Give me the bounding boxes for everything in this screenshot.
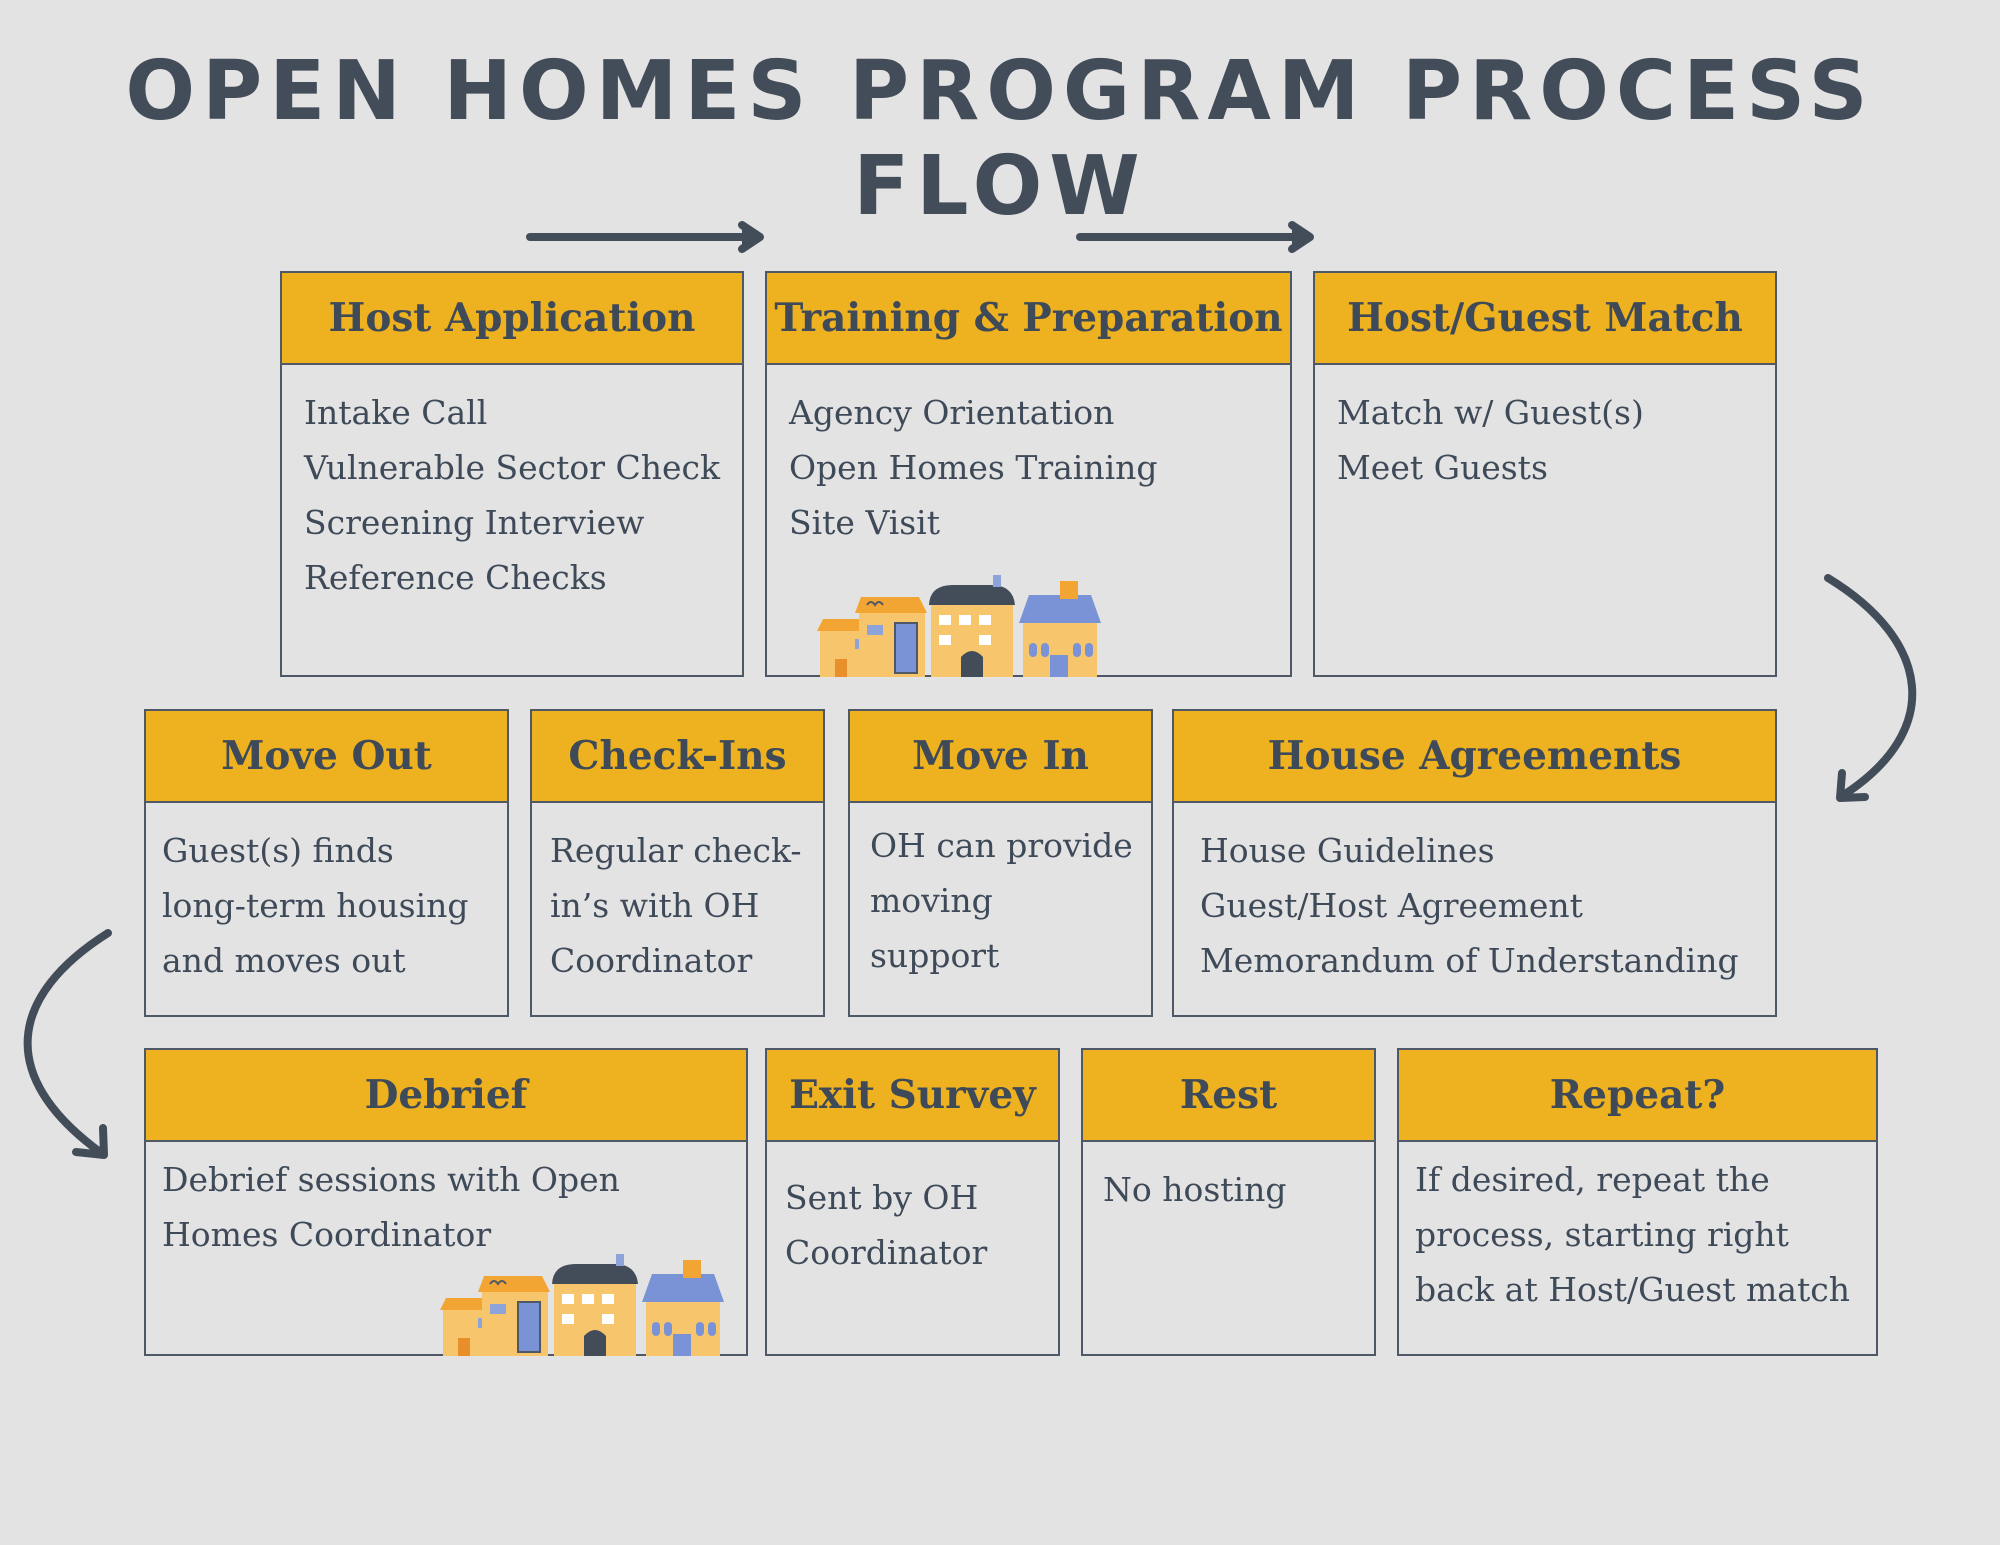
- page-title: OPEN HOMES PROGRAM PROCESS FLOW: [125, 44, 1875, 234]
- list-item: Vulnerable Sector Check: [304, 448, 720, 487]
- description-line: process, starting right: [1415, 1215, 1789, 1254]
- step-heading: Rest: [1083, 1050, 1374, 1142]
- description-line: back at Host/Guest match: [1415, 1270, 1850, 1309]
- step-item-list: Intake Call Vulnerable Sector Check Scre…: [282, 365, 742, 605]
- step-heading: Debrief: [146, 1050, 746, 1142]
- step-description: Debrief sessions with Open Homes Coordin…: [146, 1142, 746, 1262]
- step-exit-survey: Exit Survey Sent by OH Coordinator: [765, 1048, 1060, 1356]
- description-line: Sent by OH: [785, 1178, 979, 1217]
- description-line: If desired, repeat the: [1415, 1160, 1770, 1199]
- step-check-ins: Check-Ins Regular check- in’s with OH Co…: [530, 709, 825, 1017]
- step-description: OH can provide moving support: [850, 803, 1151, 983]
- list-item: Agency Orientation: [789, 393, 1115, 432]
- step-move-in: Move In OH can provide moving support: [848, 709, 1153, 1017]
- list-item: Site Visit: [789, 503, 940, 542]
- step-description: No hosting: [1083, 1142, 1374, 1217]
- description-line: Coordinator: [785, 1233, 988, 1272]
- houses-illustration-debrief: [440, 1254, 724, 1356]
- step-heading: Host Application: [282, 273, 742, 365]
- step-heading: Move Out: [146, 711, 507, 803]
- description-line: Guest(s) finds: [162, 831, 394, 870]
- step-description: Sent by OH Coordinator: [767, 1142, 1058, 1280]
- description-line: Homes Coordinator: [162, 1215, 492, 1254]
- step-item-list: Agency Orientation Open Homes Training S…: [767, 365, 1290, 550]
- list-item: House Guidelines: [1200, 831, 1495, 870]
- step-move-out: Move Out Guest(s) finds long-term housin…: [144, 709, 509, 1017]
- list-item: Memorandum of Understanding: [1200, 941, 1739, 980]
- step-repeat: Repeat? If desired, repeat the process, …: [1397, 1048, 1878, 1356]
- step-heading: Repeat?: [1399, 1050, 1876, 1142]
- description-line: long-term housing: [162, 886, 469, 925]
- description-line: in’s with OH: [550, 886, 760, 925]
- arrowhead-icon: [1836, 769, 1869, 802]
- arrowhead-icon: [738, 221, 764, 253]
- list-item: Intake Call: [304, 393, 488, 432]
- step-heading: House Agreements: [1174, 711, 1775, 803]
- curved-arrow-down-icon: [1824, 574, 1917, 800]
- step-heading: Host/Guest Match: [1315, 273, 1775, 365]
- list-item: Meet Guests: [1337, 448, 1548, 487]
- step-house-agreements: House Agreements House Guidelines Guest/…: [1172, 709, 1777, 1017]
- list-item: Guest/Host Agreement: [1200, 886, 1583, 925]
- step-description: If desired, repeat the process, starting…: [1399, 1142, 1876, 1317]
- step-debrief: Debrief Debrief sessions with Open Homes…: [144, 1048, 748, 1356]
- step-host-application: Host Application Intake Call Vulnerable …: [280, 271, 744, 677]
- step-description: Regular check- in’s with OH Coordinator: [532, 803, 823, 988]
- description-line: OH can provide: [870, 826, 1133, 865]
- step-host-guest-match: Host/Guest Match Match w/ Guest(s) Meet …: [1313, 271, 1777, 677]
- step-item-list: House Guidelines Guest/Host Agreement Me…: [1174, 803, 1775, 988]
- description-line: No hosting: [1103, 1170, 1287, 1209]
- step-item-list: Match w/ Guest(s) Meet Guests: [1315, 365, 1775, 495]
- step-heading: Check-Ins: [532, 711, 823, 803]
- list-item: Screening Interview: [304, 503, 645, 542]
- description-line: Coordinator: [550, 941, 753, 980]
- step-heading: Exit Survey: [767, 1050, 1058, 1142]
- step-heading: Training & Preparation: [767, 273, 1290, 365]
- description-line: support: [870, 936, 1000, 975]
- description-line: and moves out: [162, 941, 406, 980]
- arrowhead-icon: [72, 1124, 108, 1159]
- curved-arrow-down-icon: [23, 929, 112, 1156]
- description-line: Debrief sessions with Open: [162, 1160, 620, 1199]
- step-heading: Move In: [850, 711, 1151, 803]
- list-item: Reference Checks: [304, 558, 607, 597]
- list-item: Open Homes Training: [789, 448, 1158, 487]
- description-line: moving: [870, 881, 993, 920]
- description-line: Regular check-: [550, 831, 802, 870]
- step-rest: Rest No hosting: [1081, 1048, 1376, 1356]
- houses-illustration-training: [817, 575, 1101, 677]
- arrowhead-icon: [1288, 221, 1314, 253]
- list-item: Match w/ Guest(s): [1337, 393, 1644, 432]
- step-description: Guest(s) finds long-term housing and mov…: [146, 803, 507, 988]
